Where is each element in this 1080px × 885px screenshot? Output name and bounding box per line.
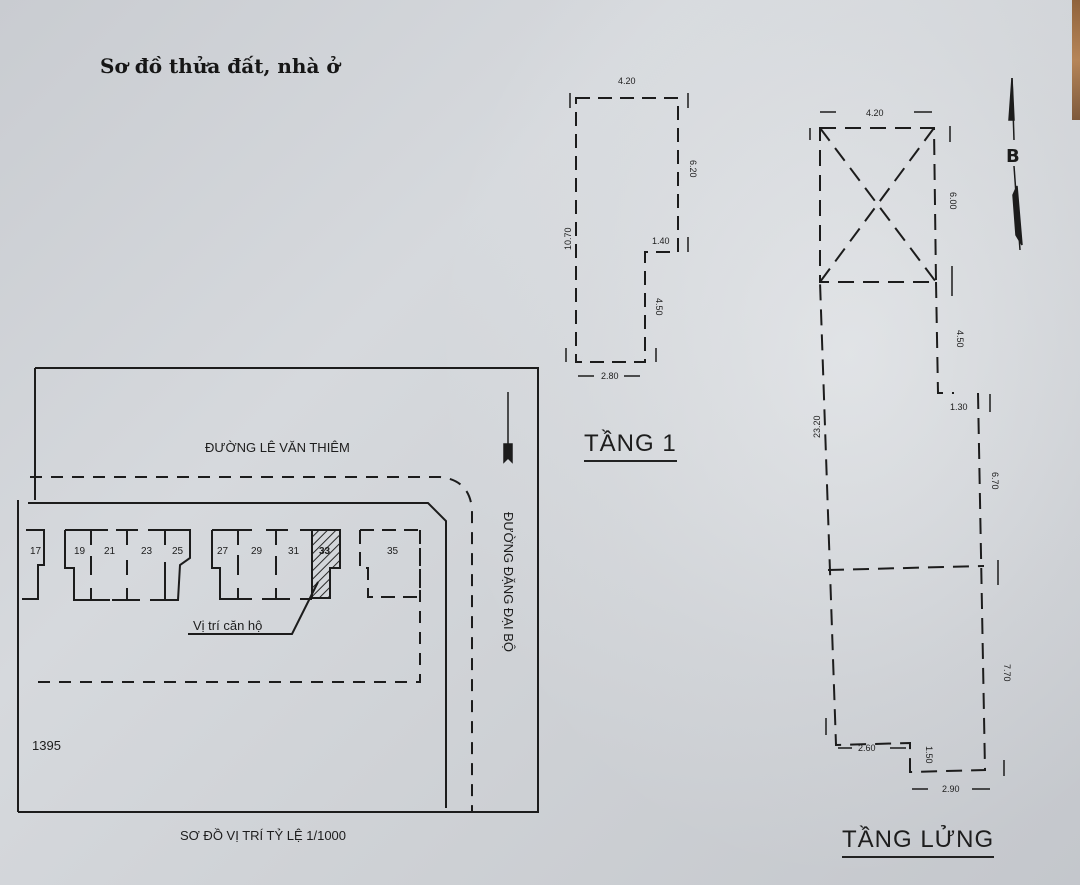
lot-29: 29 xyxy=(251,546,263,557)
floor-1-left-height: 10.70 xyxy=(563,227,573,250)
mezz-left-height: 23.20 xyxy=(812,415,822,438)
mezz-top-width: 4.20 xyxy=(866,108,884,118)
lot-23: 23 xyxy=(141,546,153,557)
lot-21: 21 xyxy=(104,546,116,557)
street-le-van-thiem: ĐƯỜNG LÊ VĂN THIÊM xyxy=(205,440,350,455)
floor-1-step-width: 1.40 xyxy=(652,236,670,246)
floor-1-right-upper-height: 6.20 xyxy=(688,160,698,178)
street-dang-dai-bo: ĐƯỜNG ĐẶNG ĐẠI BỘ xyxy=(501,512,516,652)
lot-17: 17 xyxy=(30,546,42,557)
floor-1-bottom-width: 2.80 xyxy=(601,371,619,381)
mezz-right-height-1: 4.50 xyxy=(955,330,965,348)
lot-31: 31 xyxy=(288,546,300,557)
apartment-location-label: Vị trí căn hộ xyxy=(193,618,263,633)
floor-1-top-width: 4.20 xyxy=(618,76,636,86)
mezz-right-height-3: 7.70 xyxy=(1002,664,1012,682)
mezz-bottom-step-height: 1.50 xyxy=(924,746,934,764)
site-north-arrow xyxy=(503,392,513,464)
mezz-bottom-right-width: 2.90 xyxy=(942,784,960,794)
mezzanine-outline xyxy=(819,127,987,774)
lot-27: 27 xyxy=(217,546,229,557)
site-plan-caption: SƠ ĐỒ VỊ TRÍ TỶ LỆ 1/1000 xyxy=(180,828,347,843)
block-number: 1395 xyxy=(32,738,61,753)
lot-outlines xyxy=(22,529,421,635)
site-plan-frame xyxy=(17,367,539,813)
lot-35: 35 xyxy=(387,546,399,557)
lot-25: 25 xyxy=(172,546,184,557)
road-centerlines xyxy=(30,476,473,812)
floor-1-right-lower-height: 4.50 xyxy=(654,298,664,316)
mezz-right-height-2: 6.70 xyxy=(990,472,1000,490)
mezzanine-dim-ticks xyxy=(809,111,1005,790)
mezzanine-label: TẦNG LỬNG xyxy=(842,826,995,858)
mezz-step-width-1: 1.30 xyxy=(950,402,968,412)
mezz-void-height: 6.00 xyxy=(948,192,958,210)
mezz-bottom-left-width: 2.60 xyxy=(858,743,876,753)
floor-1-label: TẦNG 1 xyxy=(584,430,677,462)
lot-19: 19 xyxy=(74,546,86,557)
north-label: B xyxy=(1006,146,1020,167)
document-title: Sơ đồ thửa đất, nhà ở xyxy=(100,54,340,78)
north-arrow xyxy=(1008,77,1023,251)
floor-1-outline xyxy=(575,97,679,363)
lot-33-highlighted: 33 xyxy=(319,546,331,557)
floor-1-dim-ticks xyxy=(565,93,689,377)
